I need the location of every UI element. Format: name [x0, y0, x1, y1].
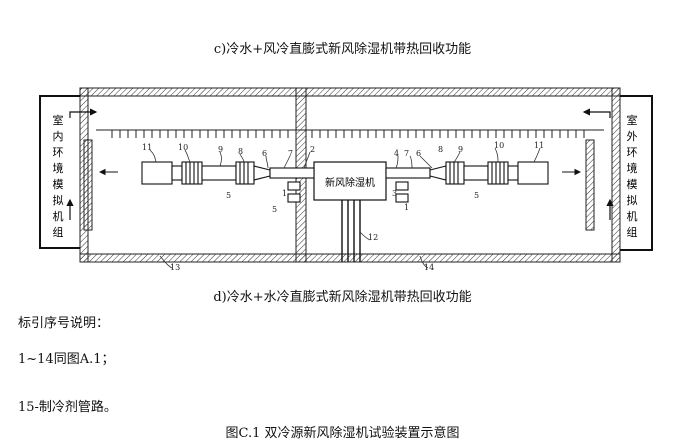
right-label-char: 机 — [627, 209, 638, 223]
part-number-1-left: 1 — [282, 189, 287, 198]
part-number-4-right: 4 — [394, 149, 399, 158]
part-number-7-left: 7 — [288, 149, 293, 158]
part-number-9-left: 9 — [218, 145, 223, 154]
right-label-char: 境 — [627, 161, 638, 175]
dehumidifier-unit-label: 新风除湿机 — [325, 176, 375, 189]
flow-arrows — [66, 108, 614, 220]
left-label-char: 模 — [53, 178, 64, 191]
part-number-8-left: 8 — [238, 147, 243, 156]
legend-title: 标引序号说明： — [18, 316, 110, 331]
right-label-char: 模 — [627, 178, 638, 191]
part-number-12: 12 — [368, 233, 378, 242]
part-number-6-right: 6 — [416, 149, 421, 158]
dehumidifier-unit: 新风除湿机 — [313, 161, 387, 201]
part-number-13: 13 — [170, 263, 180, 272]
left-label-char: 境 — [53, 161, 64, 175]
left-label-char: 组 — [53, 225, 64, 239]
part-number-5-left-a: 5 — [226, 191, 231, 200]
left-label-char: 内 — [53, 129, 64, 143]
left-duct-train — [98, 161, 315, 203]
right-label-char: 环 — [627, 146, 638, 159]
part-number-10-right: 10 — [494, 141, 504, 150]
part-number-11-left: 11 — [142, 143, 152, 152]
legend-item-2: 15-制冷剂管路。 — [18, 400, 117, 415]
part-numbers: 11 10 9 8 6 7 2 5 1 5 4 7 6 8 9 10 11 3 … — [142, 141, 544, 272]
part-number-8-right: 8 — [438, 145, 443, 154]
part-number-11-right: 11 — [534, 141, 544, 150]
legend-item-1: 1~14同图A.1； — [18, 352, 115, 367]
left-environment-slat — [83, 139, 93, 231]
nozzle-tick-row — [96, 129, 604, 138]
right-environment-slat — [585, 139, 595, 231]
side-frame-lines — [39, 95, 653, 251]
left-label-char: 环 — [53, 146, 64, 159]
right-duct-train — [385, 161, 582, 203]
diagram-caption-bottom: d)冷水+水冷直膨式新风除湿机带热回收功能 — [213, 290, 472, 305]
right-side-label: 室 外 环 境 模 拟 机 组 — [627, 113, 638, 239]
part-number-6-left: 6 — [262, 149, 267, 158]
leader-lines — [149, 147, 541, 269]
part-number-10-left: 10 — [178, 143, 188, 152]
right-label-char: 室 — [627, 113, 638, 127]
figure-caption: 图C.1 双冷源新风除湿机试验装置示意图 — [225, 426, 460, 441]
left-label-char: 室 — [53, 113, 64, 127]
left-side-label: 室 内 环 境 模 拟 机 组 — [53, 113, 64, 239]
right-label-char: 外 — [627, 130, 638, 143]
part-number-2-left: 2 — [310, 145, 315, 154]
part-number-1-right: 1 — [404, 203, 409, 212]
part-number-5-left-b: 5 — [272, 205, 277, 214]
left-label-char: 拟 — [53, 193, 64, 207]
part-number-3-right: 3 — [392, 189, 397, 198]
left-label-char: 机 — [53, 209, 64, 223]
right-label-char: 拟 — [627, 193, 638, 207]
part-number-7-right: 7 — [404, 149, 409, 158]
diagram-caption-top: c)冷水+风冷直膨式新风除湿机带热回收功能 — [213, 42, 472, 57]
refrigerant-pipes — [341, 200, 361, 262]
part-number-14: 14 — [424, 263, 434, 272]
part-number-9-right: 9 — [458, 145, 463, 154]
part-number-5-right: 5 — [474, 191, 479, 200]
right-label-char: 组 — [627, 225, 638, 239]
